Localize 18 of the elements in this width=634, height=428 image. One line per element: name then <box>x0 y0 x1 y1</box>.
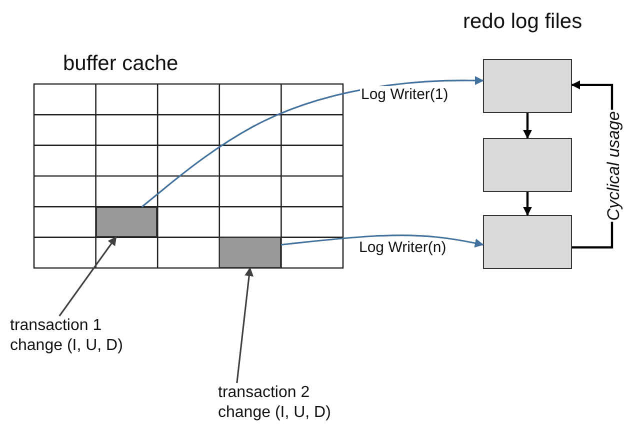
arrow <box>523 192 532 216</box>
edge-label: Cyclical usage <box>604 110 624 222</box>
edge-label: Log Writer(1) <box>360 86 450 103</box>
shaded-cell <box>96 207 157 237</box>
log-file-box <box>483 215 572 269</box>
arrow <box>236 267 254 384</box>
arrow <box>523 113 532 139</box>
curved-arrow <box>280 234 484 248</box>
curved-arrow <box>141 76 484 208</box>
annotation-text: transaction 1 change (I, U, D) <box>10 316 124 356</box>
annotation-text: transaction 2 change (I, U, D) <box>218 383 332 423</box>
section-heading: redo log files <box>463 10 582 34</box>
edge-label: Log Writer(n) <box>358 239 448 256</box>
log-file-box <box>483 59 572 113</box>
shaded-cell <box>219 237 281 268</box>
log-file-box <box>483 138 572 192</box>
arrow <box>58 236 117 316</box>
grid-heading: buffer cache <box>63 52 178 76</box>
